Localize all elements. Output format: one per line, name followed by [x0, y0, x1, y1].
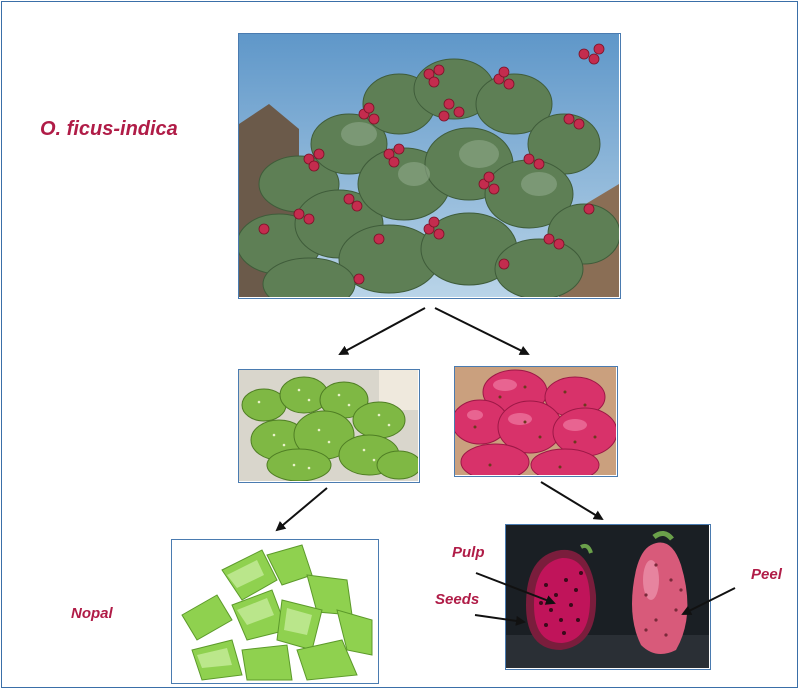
peel-label: Peel: [751, 566, 782, 583]
seeds-label: Seeds: [435, 591, 479, 608]
species-label: O. ficus-indica: [40, 118, 178, 141]
cladodes-photo: [238, 369, 420, 483]
nopal-label: Nopal: [71, 605, 113, 622]
fruits-photo: [454, 366, 618, 477]
nopal-pieces-photo: [171, 539, 379, 684]
fruit-section-photo: [505, 524, 711, 670]
pulp-label: Pulp: [452, 544, 485, 561]
cactus-plant-photo: [238, 33, 621, 299]
